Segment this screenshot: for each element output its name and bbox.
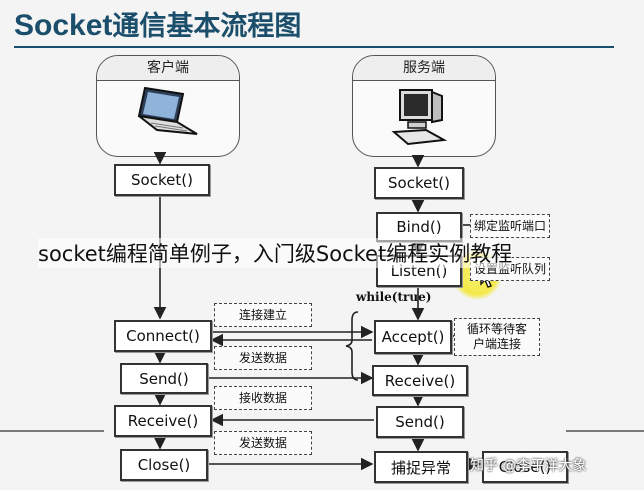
title-chinese: 通信基本流程图 [112,11,302,42]
close-message: 发送数据 [214,431,312,455]
server-bind-box: Bind() [376,212,462,242]
server-socket-label: Socket() [388,174,450,192]
client-socket-label: Socket() [131,171,193,189]
server-accept-label: Accept() [381,328,445,346]
client-header-label: 客户端 [147,60,189,76]
title-underline [14,46,614,48]
server-bind-label: Bind() [396,218,442,236]
client-receive-box: Receive() [114,405,212,437]
server-header: 服务端 [353,56,495,81]
client-receive-label: Receive() [127,412,199,430]
client-close-label: Close() [137,456,191,474]
send-message: 发送数据 [214,346,312,370]
while-loop-label: while(true) [356,290,432,304]
client-header: 客户端 [97,56,239,81]
bind-note: 绑定监听端口 [470,214,550,238]
bottom-divider [0,430,104,432]
send-message-text: 发送数据 [238,350,287,365]
diagram-title: Socket通信基本流程图 [14,4,301,43]
receive-message-text: 接收数据 [238,390,287,405]
server-send-label: Send() [395,413,445,431]
server-receive-box: Receive() [372,365,468,396]
laptop-icon [137,86,198,135]
server-send-box: Send() [376,406,464,438]
bind-note-text: 绑定监听端口 [473,218,546,233]
server-close-box: Close() [482,451,568,483]
client-send-box: Send() [120,363,208,394]
watermark: 知乎 @李平洋大象 [470,458,587,474]
server-accept-box: Accept() [374,320,452,354]
connect-message: 连接建立 [214,303,312,327]
desktop-computer-icon [391,89,448,146]
close-message-text: 发送数据 [238,435,287,450]
client-socket-box: Socket() [114,164,210,196]
client-connect-box: Connect() [114,320,212,352]
server-receive-label: Receive() [384,371,456,390]
server-header-label: 服务端 [403,60,445,76]
client-connect-label: Connect() [126,327,200,345]
server-catch-box: 捕捉异常 [374,451,468,483]
receive-message: 接收数据 [214,386,312,410]
server-socket-box: Socket() [374,167,464,199]
client-send-label: Send() [139,369,189,388]
client-close-box: Close() [120,449,208,481]
accept-note-text: 循环等待客户端连接 [466,322,527,351]
server-close-label: Close() [498,458,552,476]
connect-message-text: 连接建立 [238,307,287,322]
bottom-divider-right [566,430,644,432]
overlay-caption: socket编程简单例子，入门级Socket编程实例教程 [38,238,513,268]
title-socket: Socket [14,9,113,42]
server-catch-label: 捕捉异常 [390,458,451,477]
accept-note: 循环等待客户端连接 [454,318,540,356]
